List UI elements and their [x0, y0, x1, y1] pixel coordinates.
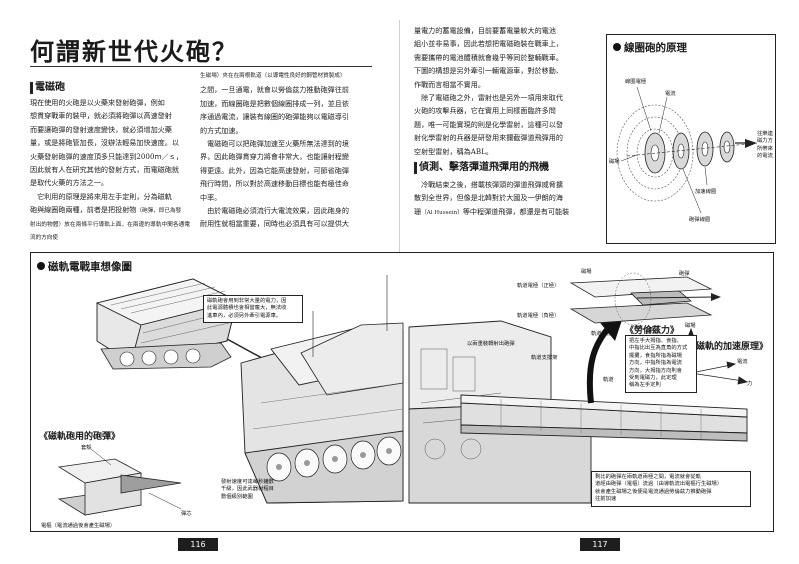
title-rule [30, 66, 372, 67]
text-line: 散到全世界，但像是北韓對於大國及一伊朗的海 [414, 193, 563, 203]
right-page: 量電力的蓄電設備，目前要蓄電量較大的電池 組小並非易事，因此若想把電磁砲裝在戰車… [400, 0, 799, 564]
text-line: 序通過電流，讓裝有線圈的砲彈能夠以電磁導引 [200, 112, 349, 122]
coil-bullet-label: 砲彈線圈 [689, 217, 711, 223]
page-number-right: 117 [580, 538, 620, 551]
coil-magnetic-label: 磁場 [609, 159, 620, 165]
text-line: 的方式加速。 [200, 125, 243, 135]
rail-electrode-pos-label: 軌道電極（正極） [517, 283, 560, 289]
text-line: 空射型雷射，稱為ABL。 [414, 146, 493, 156]
bullet-dot-icon [37, 262, 45, 270]
lorentz-force-label: 力 [747, 381, 753, 387]
railgun-tank-drawing [57, 272, 749, 516]
note-line: 生磁場）夾在在兩根軌道（以導電性良好的鋼管材質製成） [200, 73, 346, 79]
shell-core-label: 彈芯 [181, 511, 192, 517]
rail-current-callout: 剩比的砲彈在兩軌道兩極之間，電流就會從軌 道經由砲彈（電樞）流過（由導軌流出電樞… [591, 471, 751, 507]
lorentz-callout: 把左手大拇指、食指、 中指比出互為直角的方式 擺攤，食指所指為磁場 方向，中指所… [625, 335, 697, 393]
coil-force-label: 往樂連 磁力方 所帶來 的電流 [757, 131, 773, 160]
rail-shell-title: 《磁軌砲用的砲彈》 [39, 432, 121, 442]
text-line: 飛行時間，所以對於高速移動目標也能有極佳命 [200, 179, 349, 189]
text-line: 而要讓砲彈的發射速度變快，就必須增加火藥 [30, 124, 172, 134]
text-line: 組小並非易事，因此若想把電磁砲裝在戰車上， [414, 39, 563, 49]
text-line: 是取代火藥的方法之一。 [30, 178, 109, 188]
left-page: 何謂新世代火砲？ 電磁砲 現在使用的火砲是以火藥來發射砲彈，例如 想貫穿戰車的裝… [30, 38, 372, 551]
page-gutter [399, 20, 400, 290]
text-line: 現在使用的火砲是以火藥來發射砲彈，例如 [30, 98, 165, 107]
text-line: 界，因此砲彈貫穿力將會非常大，也能讓射程變 [200, 152, 349, 162]
lorentz-title: 《勞倫茲力》 [625, 326, 680, 336]
text-line: 之間，一旦通電，就會以勞倫茲力推動砲彈往前 [200, 85, 349, 95]
text-line: 下圖的構想是另外牽引一輛電源車，對於移動、 [414, 66, 563, 76]
text-line: 想貫穿戰車的裝甲，就必須將砲彈以高速發射 [30, 111, 172, 121]
page-title: 何謂新世代火砲？ [30, 38, 238, 66]
shell-casing-label: 套殼 [81, 445, 92, 451]
note-line: 射出的物體）放在兩條平行導軌上面，在兩邊的導軌中間各通電流的方向使 [30, 221, 190, 242]
tank-box-title: 磁軌電戰車想像圖 [37, 259, 132, 274]
rail-support-label: 軌道支撐架 [591, 331, 618, 337]
left-col2-text: 生磁場）夾在在兩根軌道（以導電性良好的鋼管材質製成） 之間，一旦通電，就會以勞倫… [200, 70, 372, 231]
text-line: 冷戰結束之後，搭載核彈頭的彈道飛彈威脅擴 [414, 180, 563, 189]
rail-accel-title: 《磁軌的加速原理》 [687, 342, 769, 352]
rail-shell-label: 砲彈 [679, 271, 690, 277]
text-line: 它利用的原理是將來用左手定則，分為磁軌 [30, 191, 172, 201]
tank-rail-label: 軌道 [603, 377, 614, 383]
text-line: 題，唯一可能實現的則是化學雷射，這種可以發 [414, 119, 563, 129]
tank-main-area-label: 以兩重裝轉射出砲彈 [467, 341, 515, 347]
text-line: 射化學雷射的兵器是研發用來攔截彈道飛彈用的 [414, 133, 563, 143]
left-col1-text: 現在使用的火砲是以火藥來發射砲彈，例如 想貫穿戰車的裝甲，就必須將砲彈以高速發射… [30, 96, 190, 245]
text-line: 耐用性就相當重要，同時也必須具有可以提供大 [200, 219, 349, 229]
text-line: 電磁砲可以把砲彈加速至火藥所無法達到的境 [200, 139, 349, 149]
text-line: 加速，而線圈砲是把數個線圈排成一列，並且依 [200, 98, 349, 108]
lorentz-current-label: 電流 [737, 359, 748, 365]
railgun-tank-illustration-box: 磁軌電戰車想像圖 [30, 252, 774, 532]
text-line: 量，或是將砲管加長，沒辦法輕易加快速度。以 [30, 138, 179, 148]
text-line: 量電力的蓄電設備，目前要蓄電量較大的電池 [414, 26, 556, 35]
text-line: 火砲的攻擊兵器，它在實用上同樣面臨許多問 [414, 106, 556, 116]
range-callout: 發射速度可達每秒鐘數 千級，因此武器射程目 數個級別範圍 [221, 479, 274, 500]
rail-magnetic-label: 磁場 [581, 269, 592, 275]
section-heading-abl: 偵測、擊落彈道飛彈用的飛機 [414, 162, 549, 174]
coil-electrode-label: 線圈電極 [625, 79, 647, 85]
right-col1-text: 量電力的蓄電設備，目前要蓄電量較大的電池 組小並非易事，因此若想把電磁砲裝在戰車… [414, 24, 600, 158]
text-line: 砲與線圈砲兩種，前者是把投射物（砲彈，即已為發 [30, 205, 182, 215]
text-line: 中率。 [200, 192, 222, 202]
lorentz-field-label: 磁場 [685, 323, 696, 329]
rail-electrode-neg-label: 軌道電極（負極） [517, 313, 560, 319]
armature-label: 電樞（電流通過後會產生磁場） [41, 523, 116, 529]
coilgun-principle-box: 線圈砲的原理 [606, 34, 776, 244]
bullet-dot-icon [613, 43, 621, 51]
text-line: 除了電磁砲之外，雷射也是另外一項用來取代 [414, 93, 563, 103]
tank-rail-support-label: 軌道支撐架 [531, 355, 558, 361]
text-line: 得更遠。此外，因為它能高速發射，可節省砲彈 [200, 165, 349, 175]
coilgun-diagram [616, 86, 758, 214]
coil-current-label: 電流 [665, 91, 676, 97]
right-col1b-text: 冷戰結束之後，搭載核彈頭的彈道飛彈威脅擴 散到全世界，但像是北韓對於大國及一伊朗… [414, 178, 600, 220]
text-line: 火藥發射砲彈的速度頂多只能達到2000ｍ／ｓ， [30, 151, 183, 161]
text-line: 需要攜帶的電池體積就會幾乎等同於整輛戰車。 [414, 52, 563, 62]
page-number-left: 116 [178, 538, 218, 551]
text-line: 珊（Al Hussein）等中程彈道飛彈，都還是有可能裝 [414, 206, 570, 216]
rail-label: 軌道 [649, 327, 660, 333]
text-line: 作戰而言相當不實用。 [414, 79, 485, 89]
text-line: 由於電磁砲必須流行大電流效果，因此砲身的 [200, 206, 349, 216]
section-heading-railgun: 電磁砲 [30, 82, 65, 94]
coil-accel-label: 加速線圈 [695, 189, 717, 195]
power-unit-callout: 磁軌砲會用到非常大量的電力，因 此電源體積也會相當龐大，無法收 進車內，必須另外… [203, 295, 303, 324]
text-line: 因此就有人在研究其他的發射方式，而電磁砲就 [30, 165, 179, 175]
coilgun-box-title: 線圈砲的原理 [613, 40, 687, 55]
